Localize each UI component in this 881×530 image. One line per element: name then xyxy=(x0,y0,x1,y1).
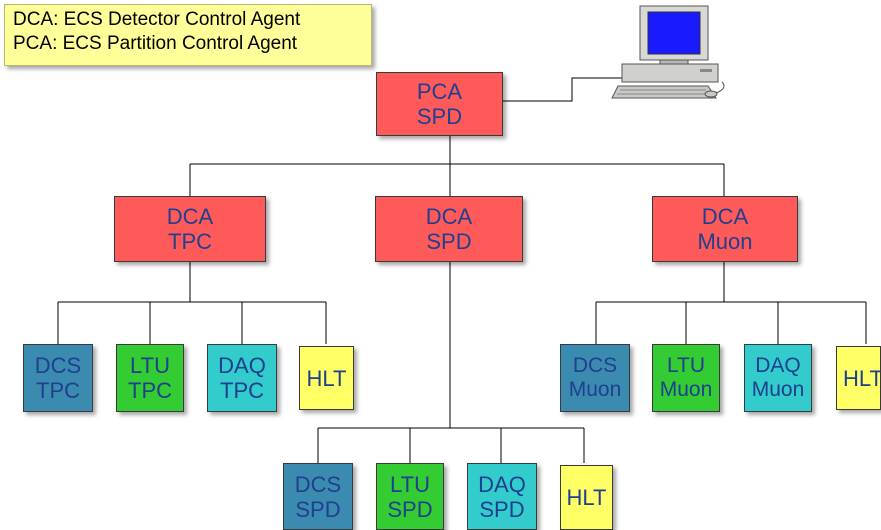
node-pca-spd: PCA SPD xyxy=(376,72,503,136)
node-label-line1: DAQ xyxy=(478,471,526,497)
node-label-line1: DCA xyxy=(701,204,749,229)
node-label-line1: HLT xyxy=(566,485,607,510)
desktop-computer-icon xyxy=(611,5,725,99)
node-label-line2: SPD xyxy=(295,496,341,522)
node-label-line2: SPD xyxy=(416,104,463,129)
node-label-line1: HLT xyxy=(306,365,347,391)
node-dcs-tpc: DCS TPC xyxy=(23,344,93,412)
node-label-line1: PCA xyxy=(416,79,463,104)
node-dca-tpc: DCA TPC xyxy=(114,196,266,262)
node-label-line1: HLT xyxy=(843,365,881,391)
node-label-line2: TPC xyxy=(168,229,212,254)
node-ltu-spd: LTU SPD xyxy=(376,463,444,530)
node-label-line2: TPC xyxy=(36,378,80,403)
pca-computer-link xyxy=(503,77,624,102)
node-dcs-spd: DCS SPD xyxy=(283,463,353,530)
node-dca-muon: DCA Muon xyxy=(652,196,798,262)
node-label-line2: SPD xyxy=(479,496,525,522)
node-label-line2: Muon xyxy=(659,378,713,401)
node-label-line1: DCS xyxy=(572,354,618,377)
node-label-line1: LTU xyxy=(130,353,170,378)
node-label-line1: DCS xyxy=(34,353,82,378)
node-label-line1: DCA xyxy=(166,204,214,229)
node-label-line2: Muon xyxy=(697,229,753,254)
node-dcs-muon: DCS Muon xyxy=(560,344,630,412)
node-label-line1: LTU xyxy=(390,471,430,497)
node-label-line2: Muon xyxy=(568,378,622,401)
node-label-line2: Muon xyxy=(751,378,805,401)
node-hlt-spd: HLT xyxy=(560,465,613,530)
node-ltu-tpc: LTU TPC xyxy=(116,344,184,412)
node-label-line1: DAQ xyxy=(218,353,266,378)
legend-pca-definition: PCA: ECS Partition Control Agent xyxy=(13,33,298,54)
legend-dca-definition: DCA: ECS Detector Control Agent xyxy=(13,9,301,30)
node-label-line2: SPD xyxy=(426,229,472,254)
node-daq-spd: DAQ SPD xyxy=(467,463,537,530)
node-label-line1: DCS xyxy=(294,471,342,497)
node-hlt-tpc: HLT xyxy=(299,346,354,410)
node-label-line1: DCA xyxy=(425,204,473,229)
node-label-line1: LTU xyxy=(666,354,706,377)
node-label-line2: SPD xyxy=(387,496,433,522)
node-ltu-muon: LTU Muon xyxy=(652,344,720,412)
node-daq-muon: DAQ Muon xyxy=(744,344,812,412)
node-hlt-muon: HLT xyxy=(836,346,881,410)
node-dca-spd: DCA SPD xyxy=(375,196,523,262)
legend-box: DCA: ECS Detector Control Agent PCA: ECS… xyxy=(4,4,372,66)
node-label-line1: DAQ xyxy=(755,354,801,377)
node-daq-tpc: DAQ TPC xyxy=(207,344,277,412)
node-label-line2: TPC xyxy=(128,378,172,403)
node-label-line2: TPC xyxy=(220,378,264,403)
